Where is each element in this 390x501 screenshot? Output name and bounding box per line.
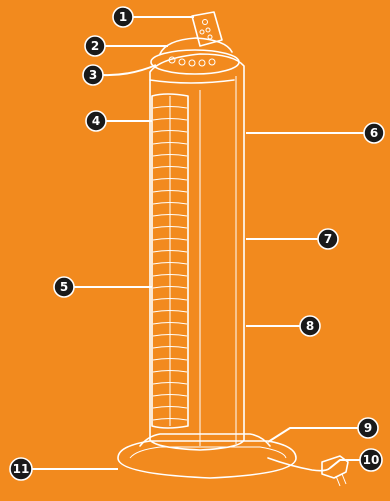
callout-7: 7 [318, 229, 338, 249]
callout-10: 10 [360, 449, 382, 471]
callout-4: 4 [86, 111, 106, 131]
callout-11: 11 [10, 458, 32, 480]
callout-3: 3 [83, 65, 103, 85]
callout-9: 9 [358, 418, 378, 438]
callout-label-1: 1 [119, 10, 127, 24]
callout-label-11: 11 [13, 462, 30, 476]
front-grille [152, 94, 188, 428]
callout-label-2: 2 [91, 39, 99, 53]
callout-label-10: 10 [363, 453, 380, 467]
leader-line-9 [268, 428, 358, 442]
callout-5: 5 [54, 277, 74, 297]
power-cord-and-plug [268, 456, 348, 486]
callout-label-7: 7 [324, 232, 332, 246]
callout-2: 2 [85, 36, 105, 56]
callout-8: 8 [300, 316, 320, 336]
remote-control [192, 12, 222, 46]
callout-label-9: 9 [364, 421, 372, 435]
callout-label-6: 6 [370, 126, 378, 140]
callout-label-5: 5 [60, 280, 68, 294]
leader-line-3 [103, 65, 156, 75]
tower-fan-illustration [118, 12, 348, 486]
callouts: 1 2 3 4 5 6 7 8 [10, 7, 384, 480]
callout-6: 6 [364, 123, 384, 143]
callout-label-8: 8 [306, 319, 314, 333]
callout-1: 1 [113, 7, 133, 27]
tower-body [150, 54, 244, 450]
callout-label-3: 3 [89, 68, 97, 82]
leader-line-10 [330, 460, 360, 468]
callout-label-4: 4 [92, 114, 100, 128]
leader-lines [32, 17, 364, 469]
